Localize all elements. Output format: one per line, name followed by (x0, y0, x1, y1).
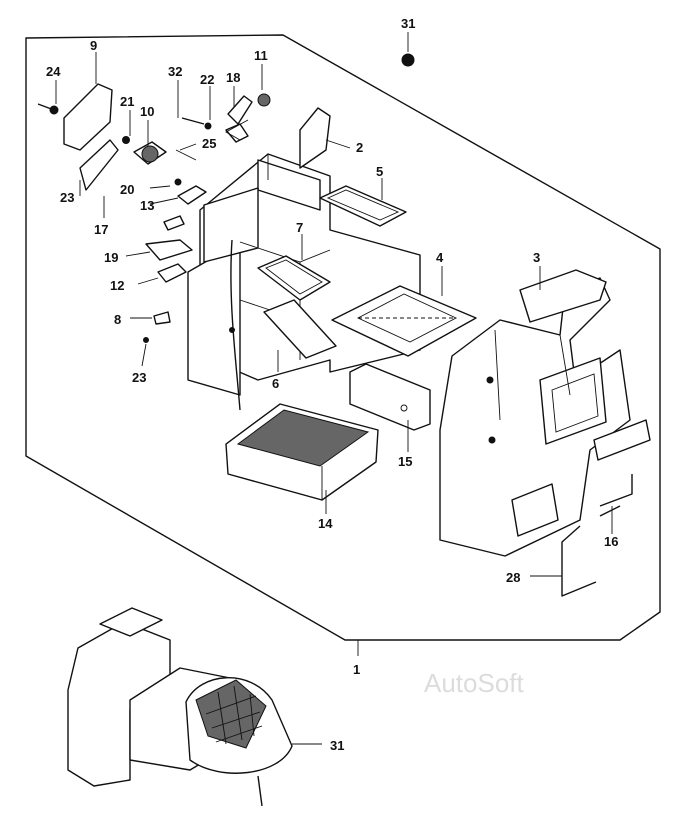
callout-20: 20 (120, 182, 134, 197)
callout-10: 10 (140, 104, 154, 119)
callout-17: 17 (94, 222, 108, 237)
callout-22: 22 (200, 72, 214, 87)
callout-25: 25 (202, 136, 216, 151)
callout-1: 1 (353, 662, 360, 677)
callout-23-upper: 23 (60, 190, 74, 205)
callout-11: 11 (254, 48, 268, 63)
leader-lines (55, 32, 613, 745)
part-5-filter-panel (319, 185, 407, 227)
callout-28: 28 (506, 570, 520, 585)
part-14-heater-core (225, 403, 379, 501)
part-28-rod (561, 525, 597, 597)
callout-16: 16 (604, 534, 618, 549)
callout-31: 31 (330, 738, 344, 753)
callout-13: 13 (140, 198, 154, 213)
watermark-text: AutoSoft (424, 668, 525, 698)
callout-5: 5 (376, 164, 383, 179)
actuator-mechanism-group (37, 53, 415, 343)
part-16-rod (599, 474, 633, 517)
callout-2: 2 (356, 140, 363, 155)
part-3-right-housing (439, 269, 651, 557)
callout-21: 21 (120, 94, 134, 109)
callout-3: 3 (533, 250, 540, 265)
callout-8: 8 (114, 312, 121, 327)
callout-32: 32 (168, 64, 182, 79)
callout-27: 31 (401, 16, 415, 31)
callout-14: 14 (318, 516, 333, 531)
callout-labels: 31 2 3 4 5 7 6 15 14 16 28 11 18 22 32 2… (46, 16, 618, 753)
callout-24: 24 (46, 64, 61, 79)
callout-4: 4 (436, 250, 444, 265)
part-4-plate (331, 285, 477, 357)
callout-6: 6 (272, 376, 279, 391)
part-6-bottom-panel (263, 299, 337, 359)
callout-23-lower: 23 (132, 370, 146, 385)
callout-7: 7 (296, 220, 303, 235)
assembly-boundary-frame (25, 34, 661, 641)
callout-12: 12 (110, 278, 124, 293)
callout-18: 18 (226, 70, 240, 85)
callout-15: 15 (398, 454, 412, 469)
part-31-blower-assembly (67, 607, 293, 807)
part-2-duct (299, 107, 331, 169)
part-15-bracket (349, 363, 431, 431)
callout-19: 19 (104, 250, 118, 265)
part-7-filter-panel (257, 255, 331, 301)
callout-9: 9 (90, 38, 97, 53)
